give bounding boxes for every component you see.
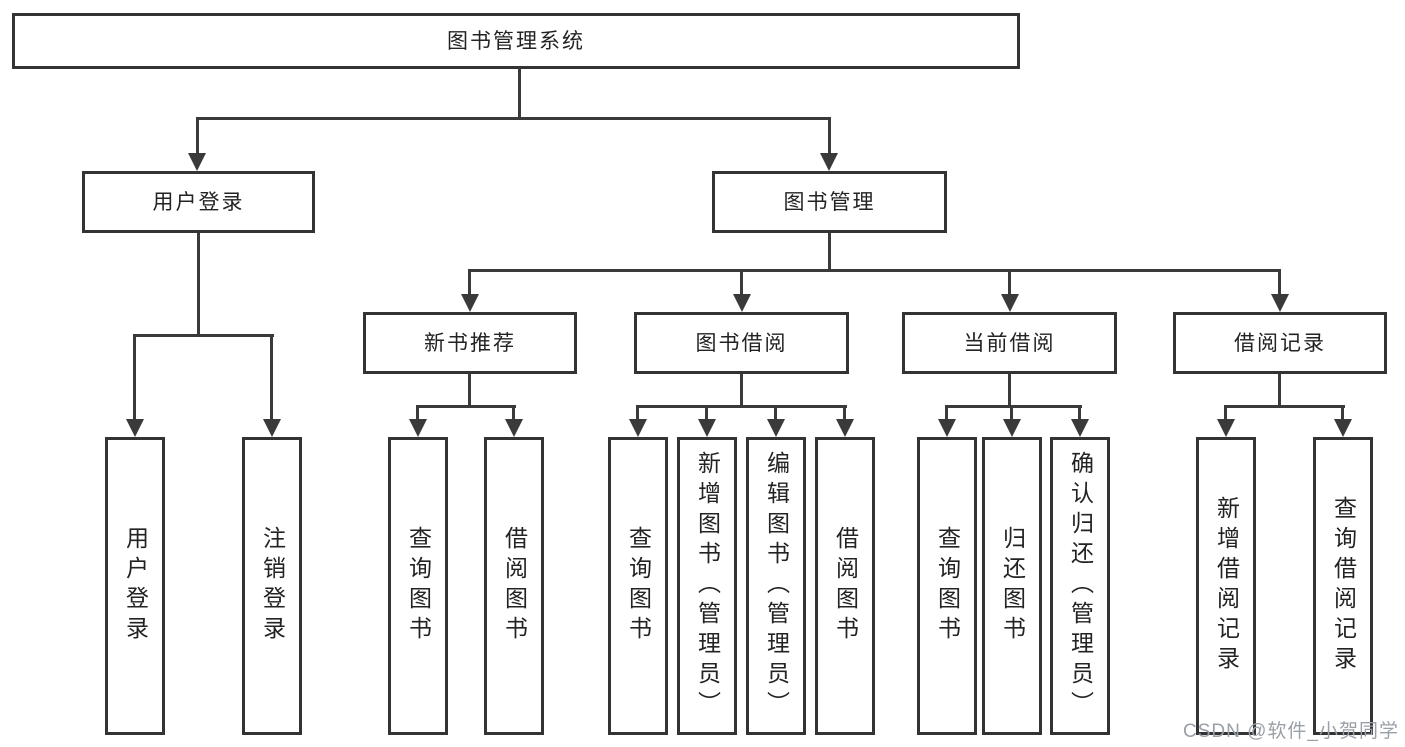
arrowhead-icon [505,419,523,437]
arrowhead-icon [1001,294,1019,312]
arrowhead-icon [1271,294,1289,312]
connector-line [1278,269,1281,297]
node-book-borrow: 图书借阅 [634,312,849,374]
connector-line [1008,269,1011,297]
connector-line [416,405,419,421]
connector-line [468,374,471,407]
arrowhead-icon [733,294,751,312]
connector-line [740,374,743,407]
node-new-book-recommend: 新书推荐 [363,312,577,374]
leaf-label: 新增图书（管理员） [694,451,721,721]
arrowhead-icon [461,294,479,312]
connector-line [740,269,743,297]
connector-line [1010,405,1013,421]
arrowhead-icon [938,419,956,437]
arrowhead-icon [1071,419,1089,437]
leaf-query-borrow-record: 查询借阅记录 [1313,437,1373,735]
leaf-label: 查询图书 [405,526,432,646]
leaf-query-books-recommend: 查询图书 [388,437,448,735]
leaf-label: 查询借阅记录 [1330,496,1357,676]
connector-line [270,334,273,420]
arrowhead-icon [263,419,281,437]
leaf-query-books-current: 查询图书 [917,437,977,735]
node-root: 图书管理系统 [12,13,1020,69]
leaf-borrow-books-recommend: 借阅图书 [484,437,544,735]
connector-line [197,233,200,337]
leaf-user-login: 用户登录 [105,437,165,735]
leaf-label: 用户登录 [122,526,149,646]
connector-line [828,117,831,155]
leaf-borrow-books: 借阅图书 [815,437,875,735]
leaf-label: 确认归还（管理员） [1067,451,1094,721]
leaf-label: 查询图书 [934,526,961,646]
node-book-borrow-label: 图书借阅 [695,331,788,355]
connector-line [468,269,471,297]
arrowhead-icon [1334,419,1352,437]
connector-line [828,233,831,272]
leaf-label: 编辑图书（管理员） [763,451,790,721]
connector-line [843,405,846,421]
leaf-label: 归还图书 [999,526,1026,646]
connector-line [1341,405,1344,421]
arrowhead-icon [767,419,785,437]
arrowhead-icon [409,419,427,437]
connector-line [417,405,516,408]
connector-line [196,117,199,155]
connector-line [1225,405,1345,408]
node-root-label: 图书管理系统 [447,29,585,53]
connector-line [637,405,847,408]
node-borrow-records-label: 借阅记录 [1234,331,1326,355]
leaf-add-books-admin: 新增图书（管理员） [677,437,737,735]
watermark: CSDN @软件_小贺同学 [1183,721,1399,742]
arrowhead-icon [188,153,206,171]
connector-line [133,334,136,420]
node-book-management: 图书管理 [712,171,947,233]
node-user-login-label: 用户登录 [152,190,245,214]
connector-line [1078,405,1081,421]
connector-line [705,405,708,421]
connector-line [946,405,1082,408]
connector-line [518,67,521,119]
leaf-add-borrow-record: 新增借阅记录 [1196,437,1256,735]
connector-line [1278,374,1281,407]
connector-line [945,405,948,421]
node-user-login: 用户登录 [82,171,315,233]
node-current-borrow-label: 当前借阅 [963,331,1056,355]
arrowhead-icon [820,153,838,171]
arrowhead-icon [629,419,647,437]
leaf-label: 注销登录 [259,526,286,646]
connector-line [197,117,830,120]
connector-line [134,334,274,337]
arrowhead-icon [836,419,854,437]
leaf-label: 新增借阅记录 [1213,496,1240,676]
connector-line [1224,405,1227,421]
arrowhead-icon [126,419,144,437]
leaf-logout: 注销登录 [242,437,302,735]
connector-line [636,405,639,421]
arrowhead-icon [1003,419,1021,437]
leaf-label: 借阅图书 [501,526,528,646]
connector-line [774,405,777,421]
leaf-return-books: 归还图书 [982,437,1042,735]
arrowhead-icon [1217,419,1235,437]
node-new-book-recommend-label: 新书推荐 [424,331,516,355]
leaf-label: 查询图书 [625,526,652,646]
arrowhead-icon [698,419,716,437]
leaf-confirm-return-admin: 确认归还（管理员） [1050,437,1110,735]
leaf-label: 借阅图书 [832,526,859,646]
connector-line [1008,374,1011,407]
leaf-edit-books-admin: 编辑图书（管理员） [746,437,806,735]
leaf-query-books-borrow: 查询图书 [608,437,668,735]
node-book-management-label: 图书管理 [783,190,876,214]
node-borrow-records: 借阅记录 [1173,312,1387,374]
connector-line [512,405,515,421]
node-current-borrow: 当前借阅 [902,312,1117,374]
connector-line [470,269,1280,272]
